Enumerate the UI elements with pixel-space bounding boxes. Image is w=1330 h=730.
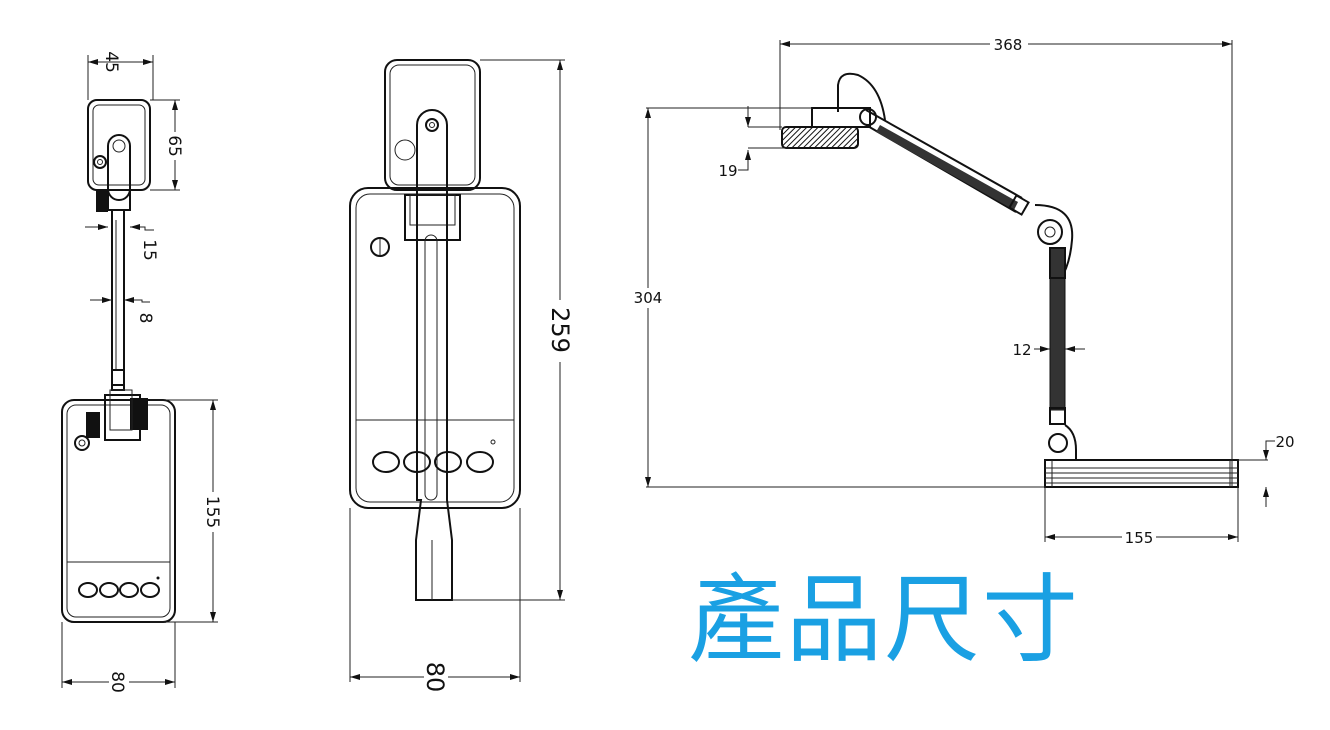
side-view: 368 304 19 12 20 155 [632,35,1295,547]
vertical-arm [1049,247,1066,411]
dim-head-depth: 65 [164,135,184,157]
elbow-joint [1037,219,1063,245]
dim-base-depth: 155 [1125,529,1154,547]
cable [837,72,886,121]
lamp-head-outline [87,99,151,191]
touch-buttons [78,576,160,598]
dim-base-depth: 155 [202,496,222,528]
switch-icon [74,435,90,451]
dim-base-width: 80 [421,662,449,693]
base-outline [61,399,176,623]
dim-total-height: 304 [634,289,663,307]
front-view: 259 80 [349,59,574,693]
base-outline [349,187,521,509]
arm [111,209,125,386]
head-connector [811,107,871,128]
lamp-head [781,126,859,149]
dim-head-thickness: 19 [718,162,737,180]
dim-base-width: 80 [107,671,127,693]
dim-head-width: 45 [101,51,121,73]
dim-arm-width: 8 [135,313,155,324]
dim-total-height: 259 [546,307,574,353]
dim-arm-width: 12 [1012,341,1031,359]
arm-top-section [107,134,131,201]
dim-knob-width: 15 [139,239,159,261]
arm [415,109,453,601]
page-title: 產品尺寸 [688,564,1080,676]
dim-total-reach: 368 [994,36,1023,54]
switch-icon [93,155,107,169]
top-view: 45 65 15 8 155 80 [61,51,222,693]
knob [96,190,108,212]
dim-base-thickness: 20 [1275,433,1294,451]
touch-buttons [372,439,496,473]
lamp-head-outline [384,59,481,191]
